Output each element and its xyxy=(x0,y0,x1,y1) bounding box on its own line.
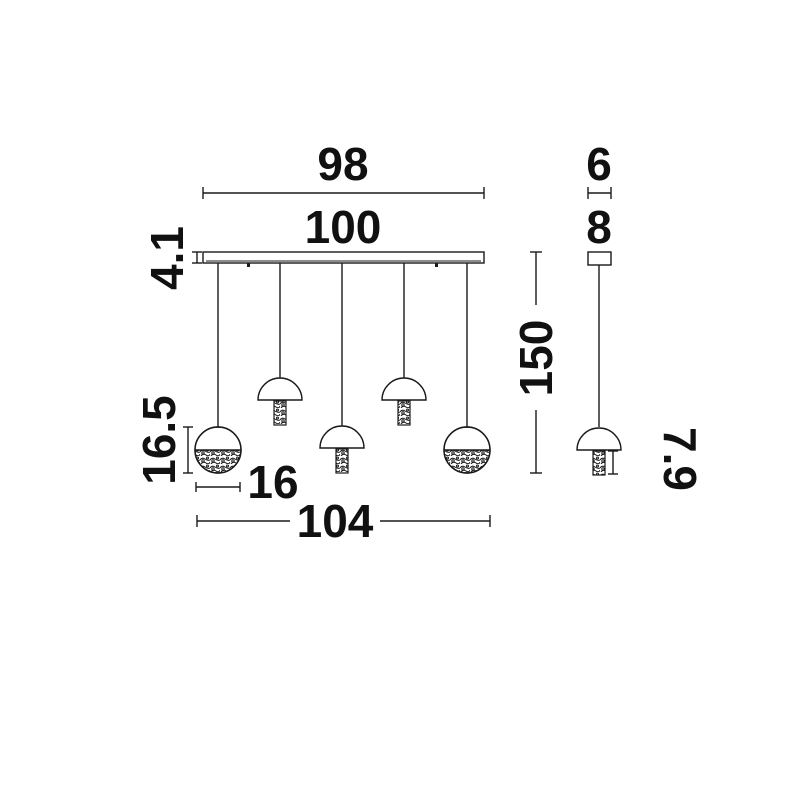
front-view: 98 100 4.1 xyxy=(133,138,562,547)
label-canopy-height: 4.1 xyxy=(141,226,193,290)
label-large-shade-height: 16.5 xyxy=(133,395,185,485)
large-pendant-left xyxy=(194,426,242,474)
label-side-canopy-depth: 8 xyxy=(586,201,612,253)
label-small-shade-height: 7.9 xyxy=(654,427,706,491)
dimension-canopy-height: 4.1 xyxy=(141,226,202,290)
dimension-top-length: 98 xyxy=(202,138,485,199)
label-side-top-depth: 6 xyxy=(586,138,612,190)
small-pendant xyxy=(319,425,365,474)
small-pendant xyxy=(381,377,427,426)
dimension-side-top-depth xyxy=(587,187,612,199)
large-pendant-right xyxy=(443,426,491,474)
label-overall-width: 104 xyxy=(297,495,374,547)
side-view: 6 8 7.9 xyxy=(576,138,706,491)
label-top-length: 98 xyxy=(317,138,368,190)
dimension-large-shade-width: 16 xyxy=(195,456,299,508)
label-large-shade-width: 16 xyxy=(247,456,298,508)
dimension-large-shade-height: 16.5 xyxy=(133,395,193,485)
fixing-mark xyxy=(435,263,438,267)
fixing-mark xyxy=(247,263,250,267)
dimension-small-shade-height: 7.9 xyxy=(608,427,706,491)
small-pendant xyxy=(257,377,303,426)
label-canopy-length: 100 xyxy=(305,201,382,253)
canopy-bar xyxy=(202,251,485,264)
side-pendant xyxy=(576,427,622,476)
label-total-height: 150 xyxy=(510,320,562,397)
dimension-overall-width: 104 xyxy=(196,495,491,547)
side-canopy xyxy=(587,251,612,266)
dimension-total-height: 150 xyxy=(510,251,562,474)
